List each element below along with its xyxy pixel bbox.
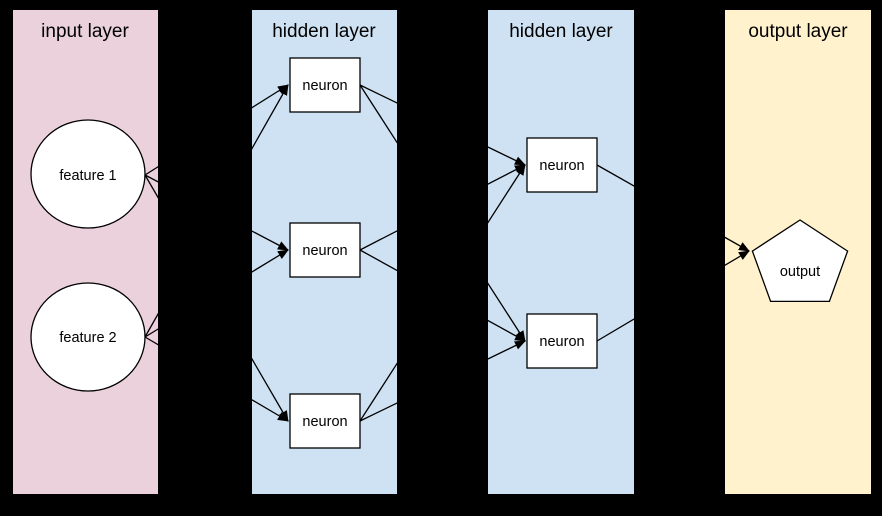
edge-h1n2-h2n2: [359, 249, 526, 342]
node-output: [751, 219, 849, 303]
node-label-output: output: [780, 264, 820, 280]
layer-title-output: output layer: [748, 21, 848, 42]
node-hidden1-neuron-1: [289, 57, 361, 113]
edge-h1n3-h2n2: [359, 340, 526, 422]
edge-f1-h1n1: [144, 84, 289, 176]
edge-h1n1-h2n1: [359, 84, 526, 166]
node-label-hidden1-neuron-3: neuron: [302, 414, 347, 430]
edge-f2-h1n1: [144, 84, 289, 338]
edge-f2-h1n3: [144, 336, 289, 422]
layer-title-input: input layer: [41, 21, 129, 42]
layer-title-hidden-2: hidden layer: [509, 21, 613, 42]
node-label-hidden1-neuron-2: neuron: [302, 243, 347, 259]
node-label-hidden2-neuron-1: neuron: [539, 158, 584, 174]
node-label-feature-1: feature 1: [59, 168, 116, 184]
edge-h1n3-h2n1: [359, 164, 526, 422]
layer-band-input: [13, 10, 158, 494]
node-feature-2: [30, 282, 146, 392]
edge-h2n2-out: [596, 250, 750, 342]
node-hidden1-neuron-2: [289, 222, 361, 278]
edge-h1n1-h2n2: [359, 84, 526, 342]
edge-h2n1-out: [596, 164, 750, 252]
edge-f1-h1n2: [144, 174, 289, 251]
node-label-hidden1-neuron-1: neuron: [302, 78, 347, 94]
node-label-feature-2: feature 2: [59, 330, 116, 346]
edge-f2-h1n2: [144, 249, 289, 338]
node-feature-1: [30, 119, 146, 229]
edge-h1n2-h2n1: [359, 164, 526, 251]
node-hidden1-neuron-3: [289, 393, 361, 449]
node-hidden2-neuron-2: [526, 313, 598, 369]
node-hidden2-neuron-1: [526, 137, 598, 193]
edge-group: [144, 84, 750, 422]
layer-band-hidden-2: [488, 10, 634, 494]
layer-title-hidden-1: hidden layer: [272, 21, 376, 42]
node-label-hidden2-neuron-2: neuron: [539, 334, 584, 350]
edge-f1-h1n3: [144, 174, 289, 422]
